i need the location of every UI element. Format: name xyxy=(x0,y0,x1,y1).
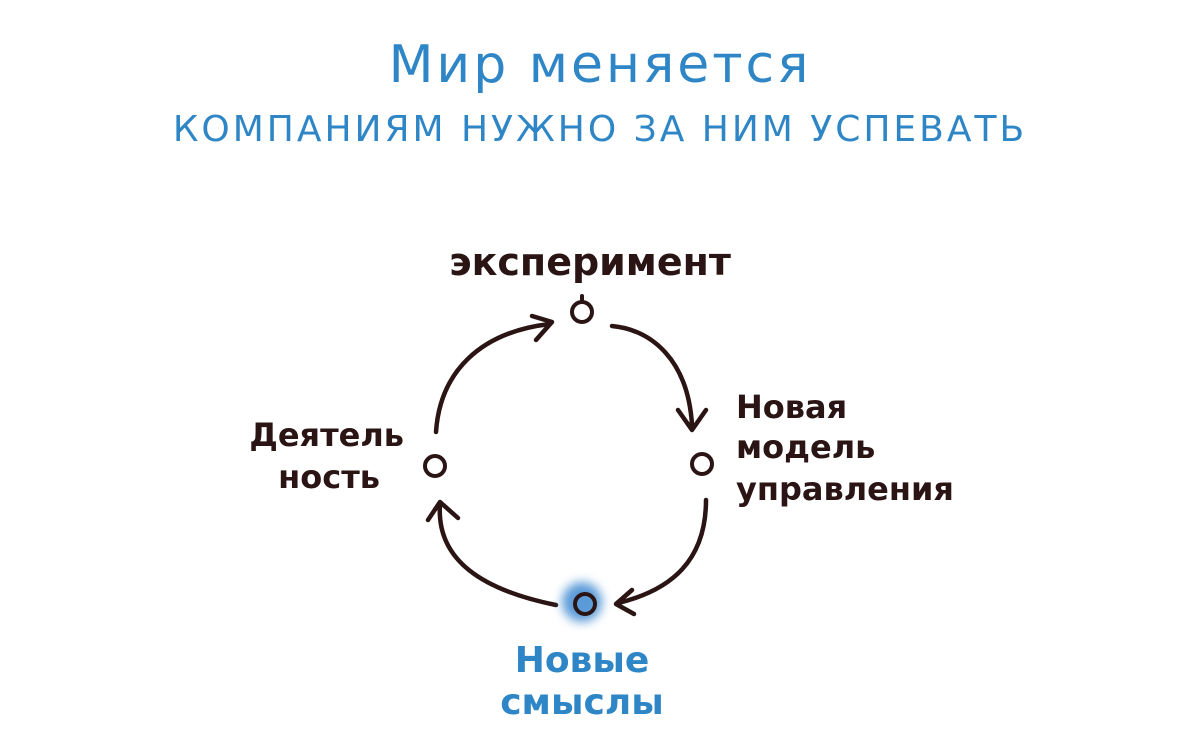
arrowhead-left xyxy=(425,499,461,523)
node-top xyxy=(570,300,594,324)
label-right-3: управления xyxy=(736,470,954,508)
label-left-1: Деятель xyxy=(249,416,404,454)
arrowhead-top xyxy=(529,313,555,343)
label-right-2: модель xyxy=(736,428,875,466)
arc-right-bottom xyxy=(615,497,709,606)
arrowhead-bottom xyxy=(613,587,637,617)
title-block: Мир меняется компаниям нужно за ним успе… xyxy=(0,30,1200,160)
label-bottom-1: Новые xyxy=(515,640,650,681)
arc-left-top xyxy=(433,321,553,435)
label-bottom-2: смыслы xyxy=(500,682,664,723)
node-bottom xyxy=(573,592,597,616)
title-sub: компаниям нужно за ним успевать xyxy=(172,109,1028,150)
node-right xyxy=(690,452,714,476)
node-left xyxy=(423,454,447,478)
title-main: Мир меняется xyxy=(388,35,812,95)
arrowhead-right xyxy=(675,407,709,433)
label-right-1: Новая xyxy=(736,388,847,426)
label-left-2: ность xyxy=(278,458,380,496)
label-top: эксперимент xyxy=(449,240,731,284)
arc-top-right xyxy=(609,323,695,428)
arc-bottom-left xyxy=(437,501,559,608)
